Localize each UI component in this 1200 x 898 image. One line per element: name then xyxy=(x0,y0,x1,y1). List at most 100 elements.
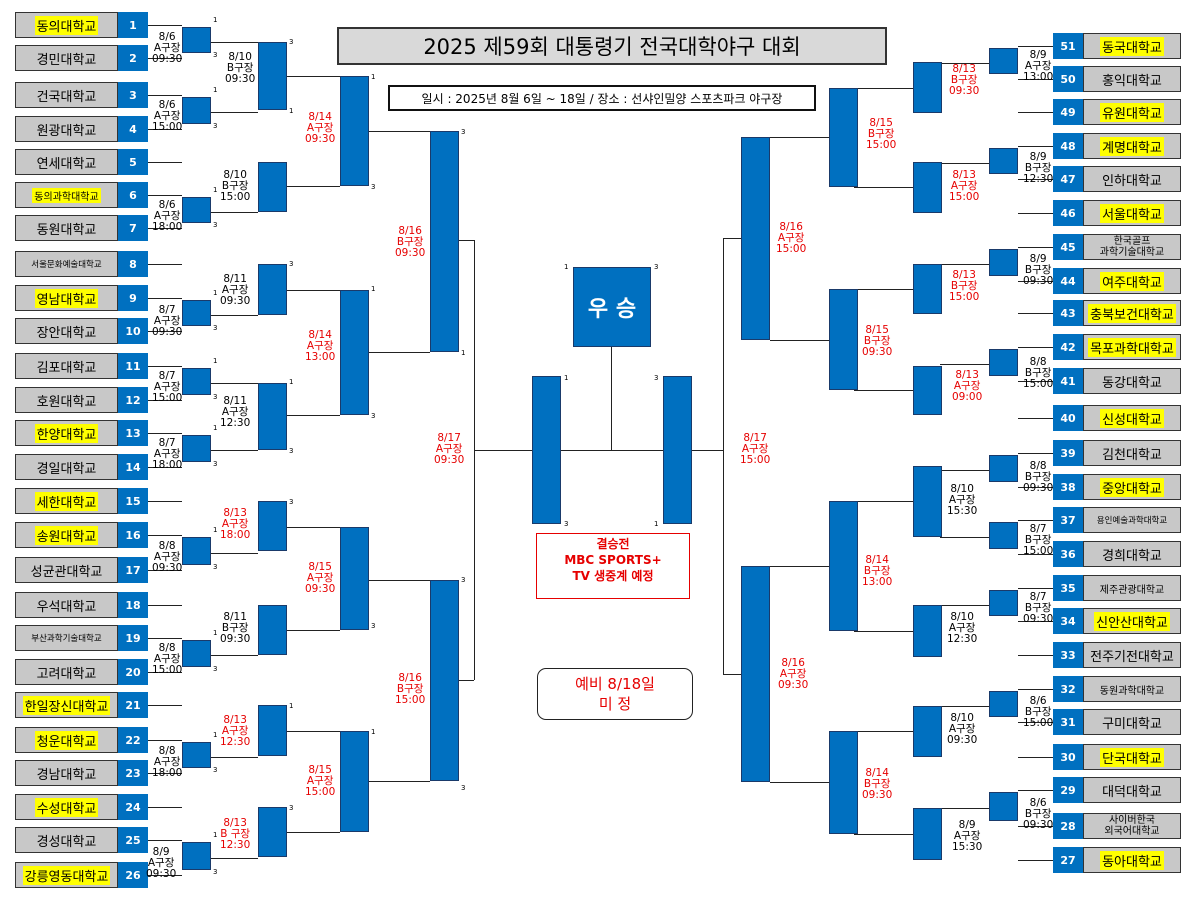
seed-marker: 1 xyxy=(371,73,376,81)
connector-line xyxy=(148,705,182,706)
game-schedule-label: 8/6 A구장 09:30 xyxy=(152,31,183,65)
match-bar xyxy=(829,731,858,834)
game-schedule-label: 8/6 B구장 15:00 xyxy=(1023,695,1054,729)
connector-line xyxy=(1018,453,1053,454)
game-schedule-label: 8/7 A구장 18:00 xyxy=(152,437,183,471)
match-bar xyxy=(258,162,287,212)
seed-marker: 1 xyxy=(461,349,466,357)
connector-line xyxy=(211,112,258,113)
team-box: 경희대학교 xyxy=(1083,541,1181,567)
team-box: 한국골프 과학기술대학교 xyxy=(1083,234,1181,260)
game-schedule-label: 8/13 A구장 09:00 xyxy=(952,369,983,403)
team-number: 6 xyxy=(118,182,148,208)
team-box: 수성대학교 xyxy=(15,794,118,820)
match-bar xyxy=(741,137,770,340)
match-bar xyxy=(741,566,770,782)
team-box: 계명대학교 xyxy=(1083,133,1181,159)
game-schedule-label: 8/9 B구장 12:30 xyxy=(1023,151,1054,185)
match-bar xyxy=(182,197,211,223)
team-number: 25 xyxy=(118,827,148,853)
match-bar xyxy=(182,842,211,870)
team-name: 동의과학대학교 xyxy=(32,187,101,203)
team-name: 대덕대학교 xyxy=(1102,784,1162,800)
connector-line xyxy=(148,638,182,639)
seed-marker: 3 xyxy=(564,520,569,528)
team-box: 홍익대학교 xyxy=(1083,66,1181,92)
connector-line xyxy=(1018,826,1053,827)
seed-marker: 1 xyxy=(213,831,218,839)
final-box-broadcaster: MBC SPORTS+ xyxy=(564,553,662,567)
team-name: 사이버한국 외국어대학교 xyxy=(1104,815,1160,837)
match-bar xyxy=(829,88,858,187)
reserve-day-box: 예비 8/18일 미 정 xyxy=(537,668,693,720)
team-name: 부산과학기술대학교 xyxy=(31,634,102,644)
team-number: 4 xyxy=(118,116,148,142)
match-bar xyxy=(182,300,211,326)
connector-line xyxy=(148,264,182,265)
connector-line xyxy=(148,331,182,332)
connector-line xyxy=(148,95,182,96)
connector-line xyxy=(1018,381,1053,382)
team-number: 38 xyxy=(1053,474,1083,500)
game-schedule-label: 8/14 B구장 09:30 xyxy=(862,767,893,801)
connector-line xyxy=(211,858,258,859)
connector-line xyxy=(474,450,532,451)
team-name: 전주기전대학교 xyxy=(1090,649,1174,665)
team-name: 제주관광대학교 xyxy=(1099,584,1165,596)
game-schedule-label: 8/14 B구장 13:00 xyxy=(862,554,893,588)
team-box: 경일대학교 xyxy=(15,454,118,480)
game-schedule-label: 8/7 A구장 09:30 xyxy=(152,304,183,338)
seed-marker: 1 xyxy=(289,378,294,386)
team-number: 15 xyxy=(118,488,148,514)
team-name: 경민대학교 xyxy=(36,52,97,68)
team-number: 51 xyxy=(1053,33,1083,59)
team-name: 김포대학교 xyxy=(36,360,97,376)
connector-line xyxy=(148,672,182,673)
game-schedule-label: 8/8 B구장 15:00 xyxy=(1023,356,1054,390)
team-number: 12 xyxy=(118,387,148,413)
team-name: 원광대학교 xyxy=(36,123,97,139)
seed-marker: 1 xyxy=(289,107,294,115)
match-bar xyxy=(989,48,1018,74)
match-bar xyxy=(913,162,942,213)
team-box: 유원대학교 xyxy=(1083,99,1181,125)
team-box: 영남대학교 xyxy=(15,285,118,311)
match-bar xyxy=(989,349,1018,376)
team-number: 22 xyxy=(118,727,148,753)
connector-line xyxy=(770,340,829,341)
connector-line xyxy=(723,238,724,674)
connector-line xyxy=(148,433,182,434)
seed-marker: 3 xyxy=(213,868,218,876)
team-box: 우석대학교 xyxy=(15,592,118,618)
team-name: 신성대학교 xyxy=(1100,408,1164,428)
team-box: 경성대학교 xyxy=(15,827,118,853)
team-number: 35 xyxy=(1053,575,1083,601)
seed-marker: 3 xyxy=(654,374,659,382)
connector-line xyxy=(1018,146,1053,147)
connector-line xyxy=(287,527,340,528)
team-name: 동원과학대학교 xyxy=(1099,685,1165,697)
connector-line xyxy=(211,383,258,384)
seed-marker: 1 xyxy=(564,263,569,271)
connector-line xyxy=(148,228,182,229)
connector-line xyxy=(1018,213,1053,214)
connector-line xyxy=(1018,621,1053,622)
match-bar xyxy=(340,290,369,415)
team-box: 세한대학교 xyxy=(15,488,118,514)
team-box: 장안대학교 xyxy=(15,318,118,344)
game-schedule-label: 8/7 B구장 09:30 xyxy=(1023,591,1054,625)
match-bar xyxy=(913,62,942,113)
match-bar xyxy=(182,27,211,53)
team-box: 전주기전대학교 xyxy=(1083,642,1181,668)
team-number: 18 xyxy=(118,592,148,618)
seed-marker: 1 xyxy=(213,424,218,432)
game-schedule-label: 8/10 B구장 09:30 xyxy=(225,51,256,85)
game-schedule-label: 8/11 A구장 12:30 xyxy=(220,395,251,429)
connector-line xyxy=(1018,655,1053,656)
connector-line xyxy=(148,535,182,536)
match-bar xyxy=(258,501,287,551)
seed-marker: 1 xyxy=(371,285,376,293)
match-bar xyxy=(829,289,858,390)
game-schedule-label: 8/16 B구장 15:00 xyxy=(395,672,426,706)
game-schedule-label: 8/7 B구장 15:00 xyxy=(1023,523,1054,557)
